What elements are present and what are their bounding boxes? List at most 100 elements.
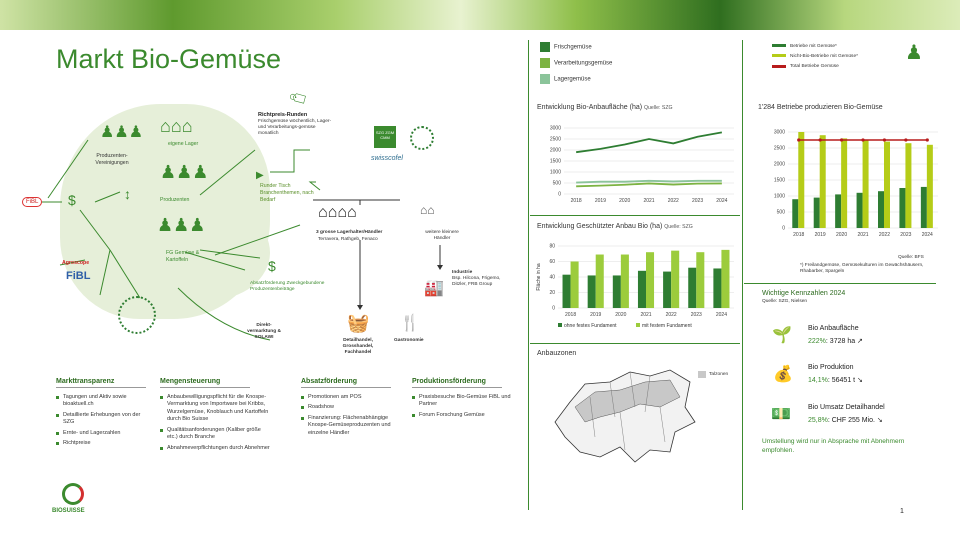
bar <box>819 135 826 228</box>
industry-names: Bsp. Hilcona, Frigemo, Ditzler, FRB Grou… <box>452 276 501 288</box>
kpi-title: Wichtige Kennzahlen 2024 <box>762 290 846 297</box>
szg-logo: SZG ZGM CMM <box>374 126 396 148</box>
list-item: Qualitätsanforderungen (Kaliber größe et… <box>160 427 270 442</box>
factory-icon: 🏭 <box>424 280 444 297</box>
total-point <box>797 138 801 142</box>
kpi-note: Umstellung wird nur in Absprache mit Abn… <box>762 438 905 454</box>
total-point <box>861 138 865 142</box>
money-bag-icon: $ <box>68 192 76 208</box>
bar <box>562 274 571 308</box>
total-point <box>904 138 908 142</box>
divider-h1 <box>530 215 740 216</box>
bar <box>841 138 848 228</box>
legend-item: Verarbeitungsgemüse <box>540 58 612 68</box>
producers-group-icon: ♟♟♟ <box>100 124 144 141</box>
x-tick-label: 2023 <box>900 232 911 238</box>
producer-area-lower <box>150 205 270 300</box>
legend-swatch <box>540 42 550 52</box>
list-item: Ernte- und Lagerzahlen <box>56 430 152 437</box>
y-tick-label: 2000 <box>550 148 561 154</box>
page-title: Markt Bio-Gemüse <box>56 44 282 74</box>
chart1-heading: Entwicklung Bio-Anbaufläche (ha) Quelle:… <box>537 104 673 111</box>
y-tick-label: 1000 <box>774 194 785 200</box>
list-item: Promotionen am POS <box>301 394 404 401</box>
bar <box>663 271 672 308</box>
y-tick-label: 1000 <box>550 170 561 176</box>
bar <box>862 140 869 228</box>
map-legend-swatch <box>698 371 706 378</box>
shopping-basket-icon: 🧺 <box>347 313 370 333</box>
y-tick-label: 2000 <box>774 162 785 168</box>
producer-associations-label: Produzenten-Vereinigungen <box>95 153 129 166</box>
cutlery-icon: 🍴 <box>400 315 420 332</box>
legend-label: Frischgemüse <box>554 44 592 51</box>
y-tick-label: 40 <box>549 275 555 281</box>
x-tick-label: 2022 <box>879 232 890 238</box>
x-tick-label: 2021 <box>640 312 651 318</box>
list-item: Roadshow <box>301 404 404 411</box>
chart2-title: Entwicklung Geschützter Anbau Bio (ha) <box>537 223 663 230</box>
legend-label: Lagergemüse <box>554 76 591 83</box>
promotion-money-icon: $ <box>268 258 276 274</box>
kpi-label-area: Bio Anbaufläche <box>808 325 859 332</box>
column-heading: Produktionsförderung <box>412 378 502 388</box>
y-tick-label: 60 <box>549 259 555 265</box>
kpi-value-area: 222%: 3728 ha ↗ <box>808 337 863 345</box>
chart3-source: Quelle: BFS <box>898 255 924 260</box>
kpi-rest: : 56451 t ↘ <box>827 377 863 384</box>
y-tick-label: 1500 <box>774 178 785 184</box>
list-item: Tagungen und Aktiv sowie bioaktuell.ch <box>56 394 152 409</box>
y-tick-label: 500 <box>777 210 786 216</box>
kpi-label-production: Bio Produktion <box>808 364 854 371</box>
chart3-title: 1'284 Betriebe produzieren Bio-Gemüse <box>758 104 883 111</box>
list-item: Anbaubewilligungspflicht für die Knospe-… <box>160 394 270 424</box>
legend-swatch <box>772 44 786 48</box>
map-legend-label: Talzonen <box>709 372 729 377</box>
x-tick-label: 2023 <box>692 198 703 204</box>
kpi-value-revenue: 25,8%: CHF 255 Mio. ↘ <box>808 416 883 424</box>
farmer-icon: ♟ <box>905 42 923 64</box>
farms-legend: Betriebe mit Gemüse* Nicht-Bio-Betriebe … <box>772 44 902 71</box>
y-tick-label: 500 <box>553 181 562 187</box>
legend-swatch <box>540 74 550 84</box>
divider-h3 <box>744 283 936 284</box>
chart2-source: Quelle: SZG <box>664 224 693 230</box>
money-bag-icon: 💰 <box>773 366 793 383</box>
total-point <box>925 138 929 142</box>
kpi-rest: : 3728 ha ↗ <box>825 338 863 345</box>
x-tick-label: 2021 <box>643 198 654 204</box>
own-storage-label: eigene Lager <box>168 141 199 147</box>
field-icon: 🌱 <box>772 327 792 344</box>
column-volume-control: Mengensteuerung Anbaubewilligungspflicht… <box>160 378 270 455</box>
x-tick-label: 2021 <box>857 232 868 238</box>
x-tick-label: 2018 <box>793 232 804 238</box>
legend-label: Verarbeitungsgemüse <box>554 60 613 67</box>
x-tick-label: 2019 <box>815 232 826 238</box>
y-tick-label: 3000 <box>774 130 785 136</box>
sales-promotion-label: Absatzförderung Zweckgebundene Produzent… <box>250 281 325 293</box>
chart1-source: Quelle: SZG <box>644 105 673 111</box>
y-tick-label: 3000 <box>550 126 561 132</box>
big-traders-label: 3 grosse Lagerhalter/Händler <box>316 230 383 235</box>
x-tick-label: 2018 <box>565 312 576 318</box>
bar <box>646 252 655 308</box>
legend-label: mit festem Fundament <box>642 323 692 329</box>
money-flow-icon: ↕ <box>124 186 131 202</box>
column-heading: Absatzförderung <box>301 378 391 388</box>
kpi-value-production: 14,1%: 56451 t ↘ <box>808 376 863 384</box>
list-item: Richtpreise <box>56 440 152 447</box>
agroscope-logo: Agroscope <box>62 260 90 266</box>
legend-item: Betriebe mit Gemüse* <box>772 44 902 50</box>
y-tick-label: 20 <box>549 290 555 296</box>
map-title: Anbauzonen <box>537 350 577 357</box>
y-tick-label: 0 <box>558 192 561 198</box>
column-heading: Markttransparenz <box>56 378 146 388</box>
divider-vertical-left <box>528 40 529 510</box>
biosuisse-logo-icon <box>62 483 84 505</box>
fg-group-icon: ♟♟♟ <box>157 215 206 235</box>
small-stores-icon: ⌂⌂ <box>420 203 435 217</box>
bar <box>920 186 927 228</box>
chart1-title: Entwicklung Bio-Anbaufläche (ha) <box>537 104 643 111</box>
round-table-icon: ▶ <box>256 170 264 181</box>
